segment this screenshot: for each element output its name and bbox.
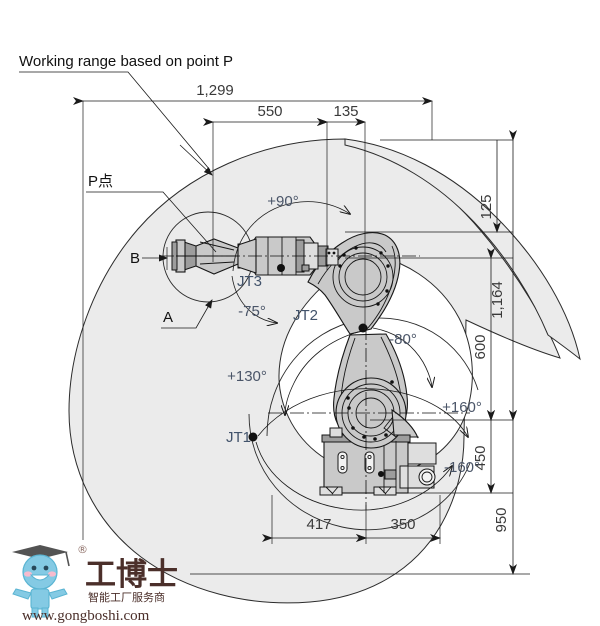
dim-450-text: 450	[472, 445, 489, 470]
point-p-label: P点	[88, 173, 113, 190]
jt2-bolt-1	[346, 396, 350, 400]
angle-minus80-label: -80°	[389, 331, 417, 348]
dim-550-text: 550	[257, 103, 282, 120]
angle-minus75-label: -75°	[238, 303, 266, 320]
dim-125-text: 125	[478, 194, 495, 219]
jt1-joint-dot	[248, 432, 258, 442]
jt2-top-bolt-6	[385, 289, 389, 293]
jt2-top-bolt-7	[376, 302, 380, 306]
angle-minus75-arc	[231, 275, 277, 323]
robot-base-edge-detail	[383, 441, 409, 493]
robot-connector-port	[418, 468, 436, 486]
jt2-top-bolt-1	[338, 264, 342, 268]
angle-minus80-arc	[372, 327, 432, 387]
dim-600-text: 600	[472, 334, 489, 359]
drawing-title: Working range based on point P	[19, 53, 233, 70]
detail-a-label: A	[163, 309, 173, 326]
robot-upper-arm-contour	[317, 242, 387, 285]
watermark-tagline-cn: 智能工厂服务商	[88, 590, 165, 604]
robot-base-slot-left-hole-bot	[340, 465, 345, 471]
jt2-bolt-2	[347, 406, 351, 410]
angle-minus160-label: -160°	[444, 459, 480, 476]
mascot-eye-left	[31, 565, 37, 571]
robot-shoulder-to-base	[391, 408, 419, 439]
title-leader-line	[19, 71, 211, 171]
robot-base-slot-right	[364, 451, 375, 474]
envelope-crescent-hook	[344, 138, 581, 361]
mascot-body	[30, 588, 50, 610]
angle-plus160-label: +160°	[442, 399, 482, 416]
jt2-top-bolt-3	[354, 246, 358, 250]
jt2-bolt-5	[373, 437, 377, 441]
dim-1299-text: 1,299	[196, 82, 234, 99]
robot-base-foot-chamfer-right	[378, 486, 392, 495]
jt2-bolt-6	[384, 433, 388, 437]
title-leader-arrow	[179, 144, 213, 176]
jt2-top-bolt-5	[386, 264, 390, 268]
registered-mark: ®	[77, 543, 88, 556]
jt2-bolt-3	[351, 426, 355, 430]
robot-connector-port-inner	[421, 471, 433, 483]
mascot-leg-right	[41, 607, 49, 618]
detail-b-label: B	[130, 250, 140, 267]
angle-minus160-arc	[255, 441, 452, 511]
robot-wrist-edge-1	[199, 241, 235, 251]
watermark-brand-cn: 工博士	[85, 557, 178, 593]
jt2-top-housing-outer	[332, 246, 394, 308]
angle-plus130-label: +130°	[227, 368, 267, 385]
robot-base-foot-left	[319, 486, 343, 496]
robot-wrist-link	[237, 238, 257, 274]
watermark-mascot: ®	[12, 543, 88, 618]
robot-base-slot-right-hole-top	[367, 454, 372, 460]
mascot-cheek-left	[24, 571, 32, 577]
mascot-arm-left	[12, 588, 32, 600]
dim-950-text: 950	[493, 507, 510, 532]
dim-350-text: 350	[390, 516, 415, 533]
jt1-label: JT1	[226, 429, 251, 446]
jt2-top-bolt-4	[379, 251, 383, 255]
robot-base-mount-lug	[329, 427, 343, 438]
jt3-joint-dot	[277, 264, 285, 272]
mascot-cap-tassel	[65, 551, 70, 567]
mascot-cheek-right	[48, 571, 56, 577]
dim-135-text: 135	[333, 103, 358, 120]
jt3-label: JT3	[237, 273, 262, 290]
robot-base-foot-chamfer-left	[325, 486, 339, 495]
robot-elbow-bolt-b	[332, 251, 336, 255]
angle-plus160-arc	[257, 388, 468, 437]
robot-cable-connector	[301, 264, 310, 272]
watermark-url: www.gongboshi.com	[22, 608, 150, 624]
jt1-reach-arc	[248, 413, 471, 531]
angle-plus90-arc	[232, 201, 350, 272]
robot-base-slot-right-hole-bot	[367, 465, 372, 471]
robot-elbow-bolt-a	[327, 251, 331, 255]
jt2-bolt-4	[362, 435, 366, 439]
mascot-leg-left	[31, 607, 39, 618]
robot-wrist-edge-2	[199, 261, 235, 265]
mascot-eye-right	[43, 565, 49, 571]
mascot-arm-right	[48, 588, 68, 600]
jt2-top-housing-mid	[338, 252, 388, 302]
mascot-graduation-cap	[12, 545, 68, 559]
jt2-label: JT2	[293, 307, 318, 324]
angle-plus130-arc	[285, 331, 359, 415]
point-p-underline	[86, 191, 217, 253]
mascot-smile	[29, 574, 51, 581]
robot-base-slot-left	[337, 451, 348, 474]
robot-connector-bolt	[378, 471, 384, 477]
detail-a-leader	[161, 299, 213, 329]
jt2-top-housing-inner	[344, 258, 382, 296]
jt2-bolt-8	[390, 380, 394, 384]
dim-417-text: 417	[306, 516, 331, 533]
robot-base-slot-left-hole-top	[340, 454, 345, 460]
angle-plus90-label: +90°	[267, 193, 298, 210]
